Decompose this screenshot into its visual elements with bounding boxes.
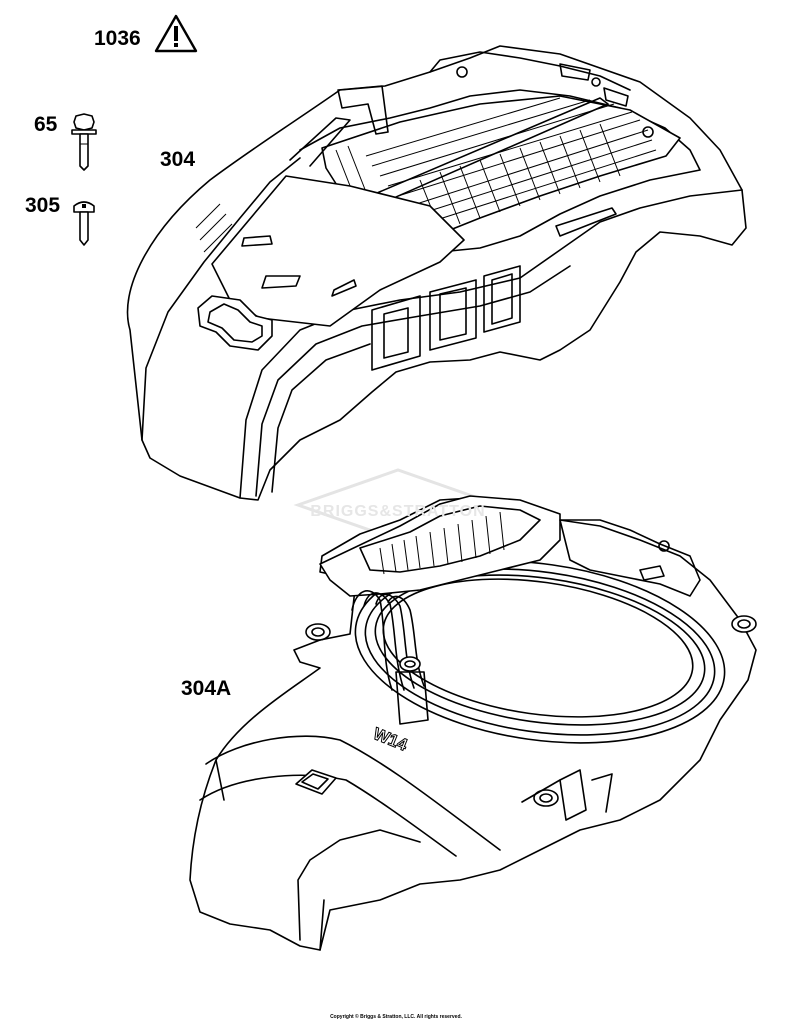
- callout-305: 305: [25, 194, 61, 217]
- callout-304a: 304A: [181, 677, 232, 700]
- watermark-text: BRIGGS&STRATTON: [310, 503, 486, 520]
- screw-305-drawing: [73, 201, 95, 246]
- housing-fins: [379, 511, 505, 575]
- blower-cover-304-drawing: [126, 45, 747, 501]
- blower-housing-304a-drawing: [189, 495, 757, 951]
- warning-triangle-icon: [154, 14, 198, 53]
- copyright-notice: Copyright © Briggs & Stratton, LLC. All …: [330, 1014, 462, 1020]
- mounting-bosses: [305, 615, 757, 807]
- callout-1036: 1036: [94, 27, 141, 50]
- callout-65: 65: [34, 113, 58, 136]
- callout-304: 304: [160, 148, 196, 171]
- bolt-65-drawing: [71, 113, 97, 171]
